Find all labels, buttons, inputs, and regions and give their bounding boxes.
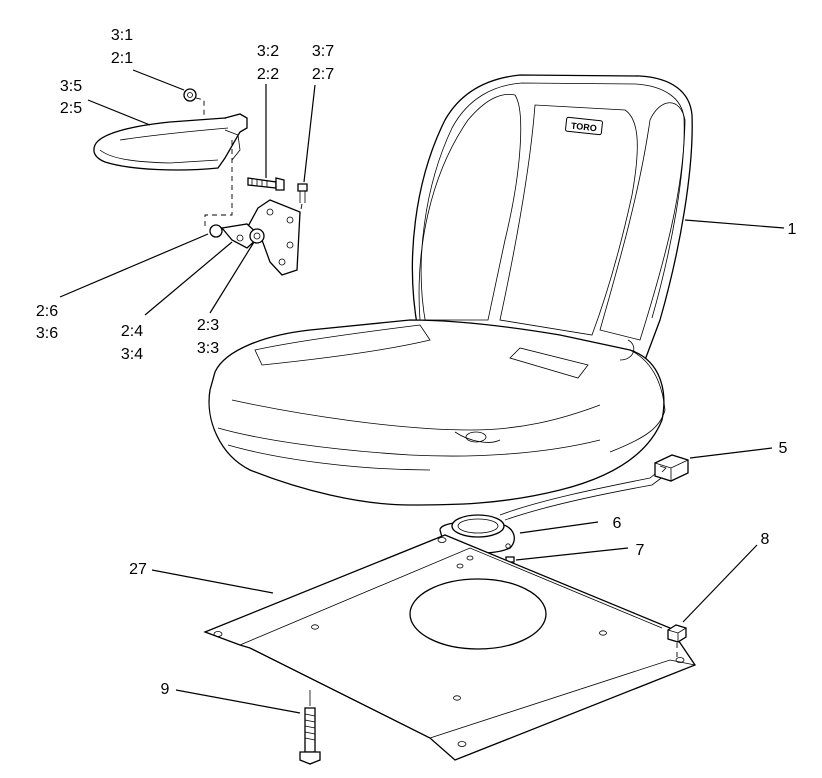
callout-2-1: 2:1 — [111, 50, 133, 67]
seat-cushion — [208, 319, 665, 506]
callout-27: 27 — [129, 561, 147, 578]
leader-lines — [59, 69, 785, 714]
callout-3-1: 3:1 — [111, 27, 133, 44]
seat-wiring-harness — [499, 469, 661, 516]
callout-2-5: 2:5 — [60, 100, 82, 117]
callout-3-4: 3:4 — [121, 346, 143, 363]
callout-8: 8 — [761, 531, 770, 548]
logo-text: TORO — [571, 121, 598, 134]
switch-connector — [654, 454, 689, 482]
callout-2-6: 2:6 — [36, 303, 58, 320]
callout-3-3: 3:3 — [197, 340, 219, 357]
nut-part-8 — [667, 624, 687, 662]
callout-6: 6 — [613, 515, 622, 532]
bolt-part-3-2 — [247, 177, 285, 191]
backrest-center-panel — [499, 104, 638, 336]
callout-labels: 3:1 2:1 3:5 2:5 3:2 2:2 3:7 2:7 1 2:6 3:… — [36, 27, 797, 698]
callout-3-6: 3:6 — [36, 325, 58, 342]
backrest-right-bolster — [599, 102, 686, 341]
callout-2-3: 2:3 — [197, 317, 219, 334]
screw-part-3-7 — [297, 183, 308, 215]
callout-3-5: 3:5 — [60, 78, 82, 95]
armrest — [93, 113, 248, 171]
seat: TORO — [208, 74, 693, 521]
callout-5: 5 — [779, 440, 788, 457]
bolt-part-9 — [299, 690, 321, 765]
callout-2-7: 2:7 — [312, 66, 334, 83]
cushion-front-pad — [254, 324, 431, 366]
plate-center-hole — [409, 578, 547, 650]
callout-2-2: 2:2 — [257, 66, 279, 83]
bracket-hardware — [209, 223, 265, 249]
backrest-left-bolster — [418, 93, 522, 321]
plate-holes — [213, 537, 685, 747]
mounting-plate — [203, 534, 696, 761]
seat-backrest — [411, 74, 693, 361]
washer-part-3-1 — [183, 88, 205, 118]
callout-1: 1 — [788, 221, 797, 238]
callout-2-4: 2:4 — [121, 323, 143, 340]
callout-3-2: 3:2 — [257, 43, 279, 60]
callout-7: 7 — [636, 542, 645, 559]
toro-logo: TORO — [565, 116, 603, 136]
seat-slot — [509, 347, 589, 379]
callout-9: 9 — [161, 681, 170, 698]
callout-3-7: 3:7 — [312, 43, 334, 60]
